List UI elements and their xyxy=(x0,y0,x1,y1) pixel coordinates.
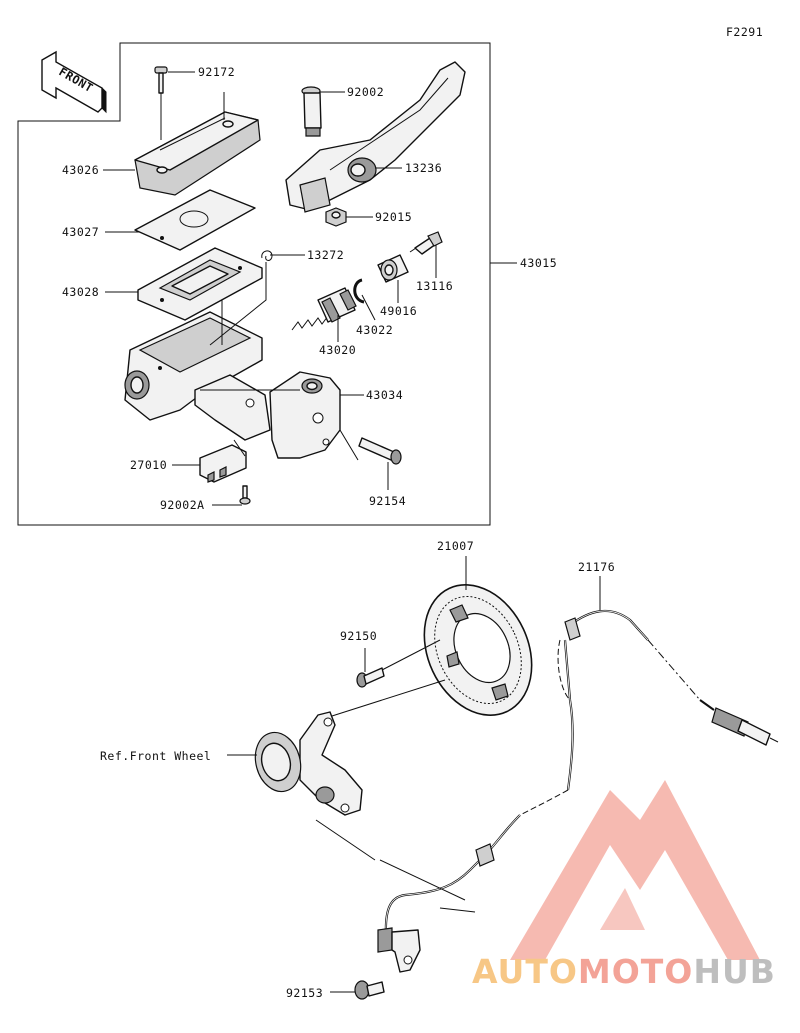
diaphragm-plate-icon xyxy=(134,189,256,251)
label-43028: 43028 xyxy=(62,285,99,299)
watermark-auto: AUTO xyxy=(472,952,578,991)
screw-92172-icon xyxy=(154,66,168,94)
master-cylinder-body-icon xyxy=(124,311,271,441)
watermark-logo: AUTOMOTOHUB xyxy=(472,780,776,991)
label-92015: 92015 xyxy=(375,210,412,224)
bolt-92154-icon xyxy=(358,437,402,465)
label-27010: 27010 xyxy=(130,458,167,472)
front-arrow-icon: FRONT xyxy=(41,50,107,114)
boot-49016-icon xyxy=(377,254,409,283)
wheel-hub-bracket-icon xyxy=(254,711,363,816)
reservoir-cap-icon xyxy=(134,111,261,196)
label-13116: 13116 xyxy=(416,279,453,293)
leader-lines-lower xyxy=(227,556,601,993)
clamp-43034-icon xyxy=(269,371,341,459)
label-13272: 13272 xyxy=(307,248,344,262)
bolt-92153-icon xyxy=(354,980,385,1000)
part-labels: 92172 92002 43026 13236 92015 43027 1327… xyxy=(62,65,615,1000)
label-49016: 49016 xyxy=(380,304,417,318)
label-92002: 92002 xyxy=(347,85,384,99)
bolt-92150-icon xyxy=(356,667,385,688)
label-92150: 92150 xyxy=(340,629,377,643)
speed-sensor-wire-icon xyxy=(377,609,779,973)
push-rod-13116-icon xyxy=(409,231,443,255)
clip-13272-icon xyxy=(261,250,273,261)
diaphragm-icon xyxy=(137,247,263,321)
sensor-rotor-21007-icon xyxy=(423,584,533,716)
label-92172: 92172 xyxy=(198,65,235,79)
piston-spring-icon xyxy=(291,287,357,331)
label-21176: 21176 xyxy=(578,560,615,574)
label-43026: 43026 xyxy=(62,163,99,177)
label-21007: 21007 xyxy=(437,539,474,553)
label-13236: 13236 xyxy=(405,161,442,175)
label-43027: 43027 xyxy=(62,225,99,239)
switch-27010-icon xyxy=(199,444,247,483)
watermark-moto: MOTO xyxy=(578,952,693,991)
label-92153: 92153 xyxy=(286,986,323,1000)
label-43015: 43015 xyxy=(520,256,557,270)
label-43020: 43020 xyxy=(319,343,356,357)
screw-92002A-icon xyxy=(239,485,251,505)
label-43034: 43034 xyxy=(366,388,403,402)
nut-92015-icon xyxy=(325,207,347,227)
pivot-bolt-92002-icon xyxy=(301,86,322,137)
figure-code: F2291 xyxy=(726,25,763,39)
svg-text:AUTOMOTOHUB: AUTOMOTOHUB xyxy=(472,952,776,991)
label-43022: 43022 xyxy=(356,323,393,337)
leader-lines-upper xyxy=(103,71,517,506)
ref-front-wheel-label: Ref.Front Wheel xyxy=(100,749,211,763)
brake-lever-icon xyxy=(285,61,466,213)
label-92154: 92154 xyxy=(369,494,406,508)
watermark-hub: HUB xyxy=(693,952,776,991)
assembly-boundary xyxy=(17,42,491,526)
label-92002A: 92002A xyxy=(160,498,205,512)
